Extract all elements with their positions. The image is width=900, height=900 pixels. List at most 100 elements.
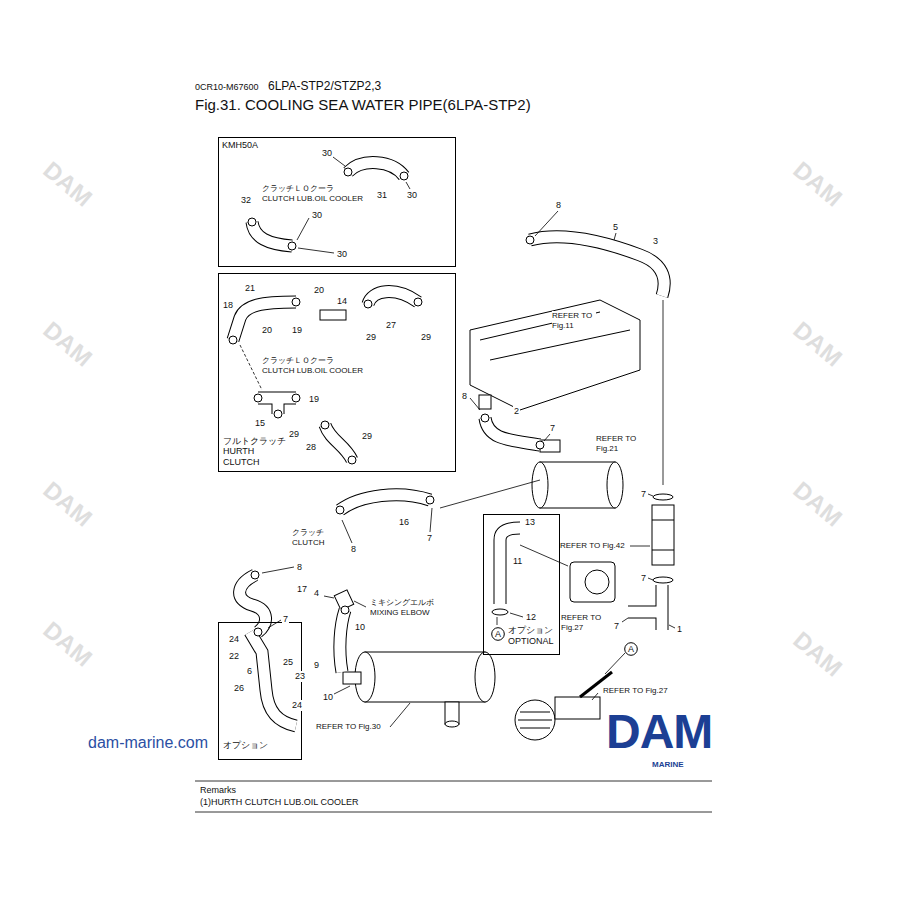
hose-clamp xyxy=(292,394,300,402)
leader-line xyxy=(535,211,558,236)
watermark: DAM xyxy=(787,476,847,533)
callout-number: 21 xyxy=(244,283,256,294)
callout-number: 30 xyxy=(336,249,348,260)
hose-body xyxy=(348,163,404,176)
hose-outline xyxy=(240,575,266,632)
hose-outline xyxy=(252,222,292,246)
hose-clamp xyxy=(341,606,349,614)
leader-line xyxy=(544,434,550,441)
leader-line xyxy=(605,653,625,674)
callout-number: 32 xyxy=(240,195,252,206)
circle-outline xyxy=(492,628,505,641)
callout-number: 10 xyxy=(354,622,366,633)
remarks-text: Remarks xyxy=(200,785,236,796)
reference-note: REFER TO Fig.42 xyxy=(560,541,625,551)
hose-outline xyxy=(340,610,345,672)
hose-body xyxy=(325,425,352,460)
machine-part xyxy=(652,505,674,565)
callout-number: 29 xyxy=(361,431,373,442)
leader-line xyxy=(669,625,675,628)
hose-clamp xyxy=(414,298,422,306)
machine-part xyxy=(570,562,615,602)
website: dam-marine.com xyxy=(88,733,208,752)
callout-number: 20 xyxy=(261,325,273,336)
hose-clamp xyxy=(344,168,352,176)
machine-part xyxy=(520,712,550,713)
callout-number: 18 xyxy=(222,300,234,311)
hose-clamp xyxy=(348,456,356,464)
callout-number: 30 xyxy=(406,190,418,201)
remarks-text: (1)HURTH CLUTCH LUB.OIL COOLER xyxy=(200,797,359,808)
machine-part xyxy=(652,520,674,521)
hose-clamp xyxy=(248,218,256,226)
callout-number: 30 xyxy=(321,148,333,159)
callout-number: 29 xyxy=(420,332,432,343)
machine-part xyxy=(555,697,600,719)
part-note: クラッチＬＯクーラ CLUTCH LUB.OIL COOLER xyxy=(262,184,366,203)
leader-line xyxy=(297,218,309,240)
callout-number: 4 xyxy=(313,588,320,599)
hose-clamp xyxy=(481,414,489,422)
watermark: DAM xyxy=(37,156,97,213)
hose-clamp xyxy=(364,300,372,308)
leader-line xyxy=(630,546,650,547)
machine-part xyxy=(652,550,674,551)
hose-clamp xyxy=(254,394,262,402)
machine-part xyxy=(343,672,361,684)
machine-part xyxy=(532,462,548,508)
leader-line xyxy=(510,613,523,617)
reference-note: REFER TO Fig.27 xyxy=(561,613,605,632)
hose-clamp xyxy=(336,506,344,514)
callout-number: 5 xyxy=(612,222,619,233)
hose-clamp xyxy=(229,336,237,344)
circle-marker: A xyxy=(624,642,638,656)
header-code: 0CR10-M67600 xyxy=(195,82,259,93)
leader-line xyxy=(298,248,334,253)
part-note: クラッチＬＯクーラ CLUTCH LUB.OIL COOLER xyxy=(262,356,366,375)
circle-marker: A xyxy=(491,627,505,641)
callout-number: 6 xyxy=(246,666,253,677)
option-box: オプション OPTIONALA xyxy=(483,514,560,655)
hose-body xyxy=(250,632,296,726)
hose-outline xyxy=(530,237,664,296)
box-label: オプション OPTIONAL xyxy=(508,625,556,647)
callout-number: 29 xyxy=(288,429,300,440)
leader-line xyxy=(324,596,334,598)
leader-line xyxy=(262,567,294,573)
leader-line xyxy=(342,520,352,543)
callout-number: 15 xyxy=(254,418,266,429)
hose-clamp xyxy=(292,298,300,306)
callout-number: 31 xyxy=(376,190,388,201)
leader-line xyxy=(648,494,653,496)
machine-part xyxy=(445,721,459,727)
hose-body xyxy=(240,575,266,632)
box-label: KMH50A xyxy=(222,140,258,151)
hose-clamp xyxy=(229,168,673,697)
machine-part xyxy=(540,462,615,508)
leader-line xyxy=(333,157,345,166)
hose-body xyxy=(340,610,345,672)
hose-outline xyxy=(250,632,296,726)
circle-outline xyxy=(625,643,638,656)
callout-number: 8 xyxy=(296,562,303,573)
machine-part xyxy=(607,462,623,508)
hose-clamp xyxy=(251,571,259,579)
hose-clamp xyxy=(400,172,408,180)
machine-part xyxy=(585,570,609,594)
callout-number: 29 xyxy=(365,332,377,343)
leader-line xyxy=(195,781,712,782)
hose-body xyxy=(252,222,292,246)
hose-outline xyxy=(233,163,664,726)
callout-number: 3 xyxy=(652,236,659,247)
leader-line xyxy=(430,508,432,532)
hose-outline xyxy=(325,425,352,460)
hose-clamp xyxy=(526,236,534,244)
leader-line xyxy=(406,182,410,189)
callout-number: 8 xyxy=(461,391,468,402)
leader-line xyxy=(195,812,712,813)
box-label: A xyxy=(624,642,638,656)
hose-body xyxy=(485,418,540,445)
watermark: DAM xyxy=(37,616,97,673)
hose-body xyxy=(530,237,664,296)
machine-part xyxy=(365,652,485,702)
